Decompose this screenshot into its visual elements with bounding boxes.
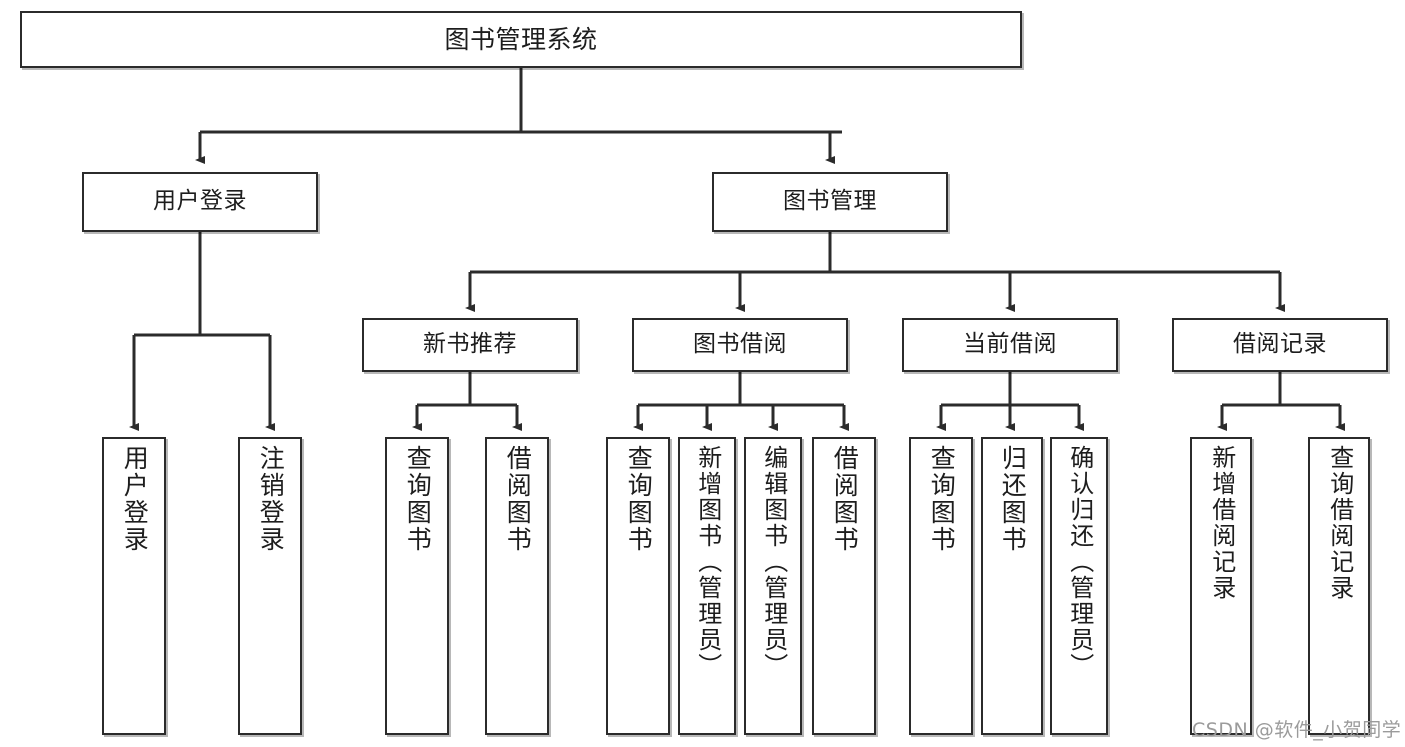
node-label: 查询图书 [624, 445, 654, 553]
node-leaf-borrow-book[interactable]: 借阅图书 [812, 437, 876, 735]
node-borrow-record[interactable]: 借阅记录 [1172, 318, 1388, 372]
node-label: 查询图书 [403, 445, 433, 553]
node-leaf-borrow-book-recommend[interactable]: 借阅图书 [485, 437, 549, 735]
node-label: 新增图书（管理员） [693, 445, 722, 679]
node-label: 借阅记录 [1233, 331, 1327, 358]
node-label: 新增借阅记录 [1207, 445, 1236, 601]
node-new-book-recommend[interactable]: 新书推荐 [362, 318, 578, 372]
node-label: 借阅图书 [503, 445, 533, 553]
node-leaf-query-borrow-record[interactable]: 查询借阅记录 [1308, 437, 1370, 735]
node-label: 注销登录 [256, 445, 286, 553]
node-label: 当前借阅 [963, 331, 1057, 358]
node-label: 图书管理系统 [444, 24, 598, 54]
node-label: 查询借阅记录 [1325, 445, 1354, 601]
node-leaf-query-book[interactable]: 查询图书 [606, 437, 670, 735]
node-label: 借阅图书 [830, 445, 860, 553]
node-label: 确认归还（管理员） [1065, 445, 1094, 679]
node-label: 编辑图书（管理员） [759, 445, 788, 679]
node-label: 用户登录 [120, 445, 150, 553]
node-label: 新书推荐 [423, 331, 517, 358]
node-leaf-return-book[interactable]: 归还图书 [981, 437, 1043, 735]
node-label: 图书借阅 [693, 331, 787, 358]
csdn-watermark: CSDN @软件_小贺同学 [1192, 719, 1402, 741]
node-root-system[interactable]: 图书管理系统 [20, 11, 1022, 68]
node-leaf-query-book-recommend[interactable]: 查询图书 [385, 437, 449, 735]
node-label: 归还图书 [998, 445, 1028, 553]
node-book-borrow[interactable]: 图书借阅 [632, 318, 848, 372]
node-leaf-edit-book-admin[interactable]: 编辑图书（管理员） [744, 437, 802, 735]
node-book-manage[interactable]: 图书管理 [712, 172, 948, 232]
node-label: 图书管理 [783, 188, 877, 215]
node-leaf-logout[interactable]: 注销登录 [238, 437, 302, 735]
node-label: 查询图书 [927, 445, 957, 553]
node-current-borrow[interactable]: 当前借阅 [902, 318, 1118, 372]
node-leaf-add-book-admin[interactable]: 新增图书（管理员） [678, 437, 736, 735]
node-leaf-add-borrow-record[interactable]: 新增借阅记录 [1190, 437, 1252, 735]
node-leaf-confirm-return-admin[interactable]: 确认归还（管理员） [1050, 437, 1108, 735]
node-label: 用户登录 [153, 188, 247, 215]
node-leaf-query-book-current[interactable]: 查询图书 [909, 437, 973, 735]
node-user-login[interactable]: 用户登录 [82, 172, 318, 232]
node-leaf-user-login[interactable]: 用户登录 [102, 437, 166, 735]
